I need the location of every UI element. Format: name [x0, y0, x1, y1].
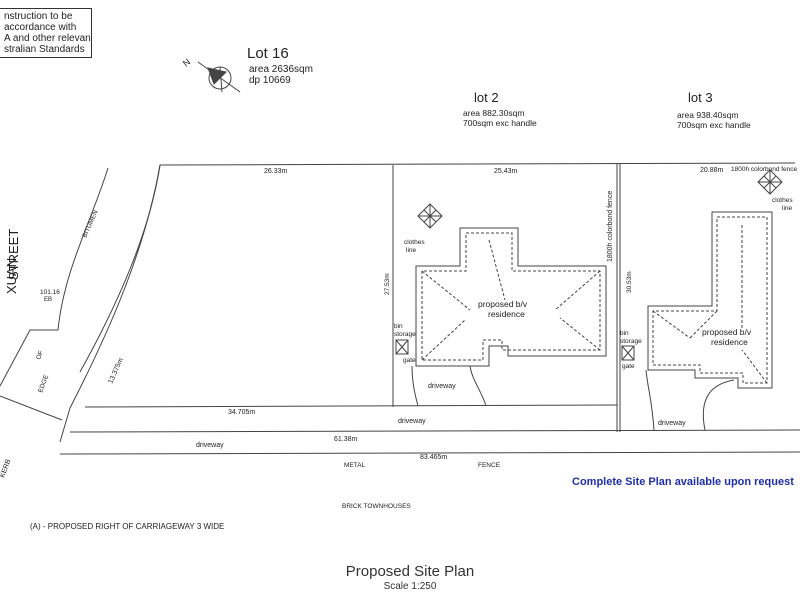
- kerb-label: KERB: [0, 458, 13, 479]
- lot3-driveway: [645, 369, 655, 431]
- plan-title: Proposed Site Plan: [345, 563, 475, 580]
- carriageway-driveway-label: driveway: [398, 418, 426, 425]
- dim-lot2-side: 27.53m: [384, 273, 391, 295]
- fence-top-label: 1800h colorbond fence: [731, 166, 798, 173]
- note-line-1: nstruction to be: [4, 11, 73, 22]
- right-of-carriageway-label: (A) - PROPOSED RIGHT OF CARRIAGEWAY 3 WI…: [30, 522, 224, 531]
- dim-top2: 25.43m: [494, 168, 518, 175]
- construction-note: nstruction to be accordance with A and o…: [0, 8, 92, 58]
- lot16-title: Lot 16: [247, 45, 289, 62]
- lot3-bin-storage: [621, 345, 635, 361]
- lower-driveway-label: driveway: [196, 442, 224, 449]
- carriageway-line-3: [59, 451, 800, 455]
- level-code: EB: [44, 297, 52, 303]
- north-arrow-icon: [197, 61, 241, 93]
- lot2-bin-label: bin: [394, 323, 403, 330]
- lot2-residence-label-1: proposed b/v: [478, 299, 528, 309]
- lot2-storage-label: storage: [394, 331, 416, 338]
- lot2-residence-outline: [415, 227, 607, 367]
- lot3-handle: 700sqm exc handle: [677, 120, 751, 130]
- lot2-title: lot 2: [474, 90, 499, 105]
- lot2-area: area 882.30sqm: [463, 108, 524, 118]
- lot2-driveway: [411, 365, 419, 407]
- edge-label: EDGE: [37, 373, 50, 393]
- lot3-storage-label: storage: [620, 338, 642, 345]
- dim-top3: 20.88m: [700, 167, 724, 174]
- top-boundary: [159, 162, 796, 166]
- lot3-area: area 938.40sqm: [677, 110, 738, 120]
- lot3-bin-label: bin: [620, 330, 629, 337]
- brick-townhouses-label: BRICK TOWNHOUSES: [342, 503, 411, 510]
- lot3-clothes-line-icon: [757, 169, 783, 195]
- lot2-bin-storage: [395, 339, 409, 355]
- lot3-title: lot 3: [688, 90, 713, 105]
- kerb-line: [0, 395, 63, 421]
- lot3-residence-label-2: residence: [711, 337, 748, 347]
- dim-road2: 61.38m: [334, 436, 358, 443]
- carriageway-line-2: [69, 429, 800, 433]
- lot3-clothes-label: clothes: [772, 197, 793, 204]
- of-label: OF: [35, 350, 45, 361]
- street-boundary-right: [79, 164, 161, 373]
- lot16-area: area 2636sqm: [249, 64, 313, 75]
- lot16-dp: dp 10669: [249, 75, 291, 86]
- lot3-residence-outline: [647, 211, 773, 389]
- dim-frontage: 13.375m: [107, 357, 125, 385]
- street-lot-boundary: [59, 164, 161, 443]
- lot2-clothes-label-2: line: [406, 247, 417, 254]
- north-label: N: [181, 57, 192, 69]
- lot2-residence-label-2: residence: [488, 309, 525, 319]
- availability-note: Complete Site Plan available upon reques…: [572, 476, 794, 488]
- street-name-1: XUAN: [4, 258, 19, 294]
- dim-road3: 83.465m: [420, 454, 447, 461]
- lot3-gate-label: gate: [622, 363, 635, 370]
- level-label: 101.16: [40, 289, 60, 296]
- lot3-clothes-label-2: line: [782, 205, 793, 212]
- lot3-driveway-label: driveway: [658, 420, 686, 427]
- lot2-driveway-label: driveway: [428, 383, 456, 390]
- lot3-residence-label-1: proposed b/v: [702, 327, 752, 337]
- lot2-handle: 700sqm exc handle: [463, 118, 537, 128]
- metal-label: METAL: [344, 462, 366, 469]
- note-line-2: accordance with: [4, 22, 77, 33]
- lot2-clothes-line-icon: [417, 203, 443, 229]
- fence-label: FENCE: [478, 462, 501, 469]
- note-line-3: A and other relevant: [4, 33, 91, 44]
- dim-road1: 34.705m: [228, 409, 255, 416]
- carriageway-line-1: [84, 404, 618, 408]
- street-name-2: STREET: [6, 229, 21, 280]
- plan-scale: Scale 1:250: [383, 581, 437, 592]
- lot2-clothes-label: clothes: [404, 239, 425, 246]
- street-boundary-left: [0, 167, 109, 387]
- dim-lot3-side: 30.53m: [626, 271, 633, 293]
- lot2-gate-label: gate: [403, 357, 416, 364]
- fence-vertical-label: 1800h colorbond fence: [607, 191, 614, 262]
- dim-top1: 26.33m: [264, 168, 288, 175]
- note-line-4: stralian Standards: [4, 44, 85, 55]
- bitumen-label: BITUMEN: [81, 209, 99, 239]
